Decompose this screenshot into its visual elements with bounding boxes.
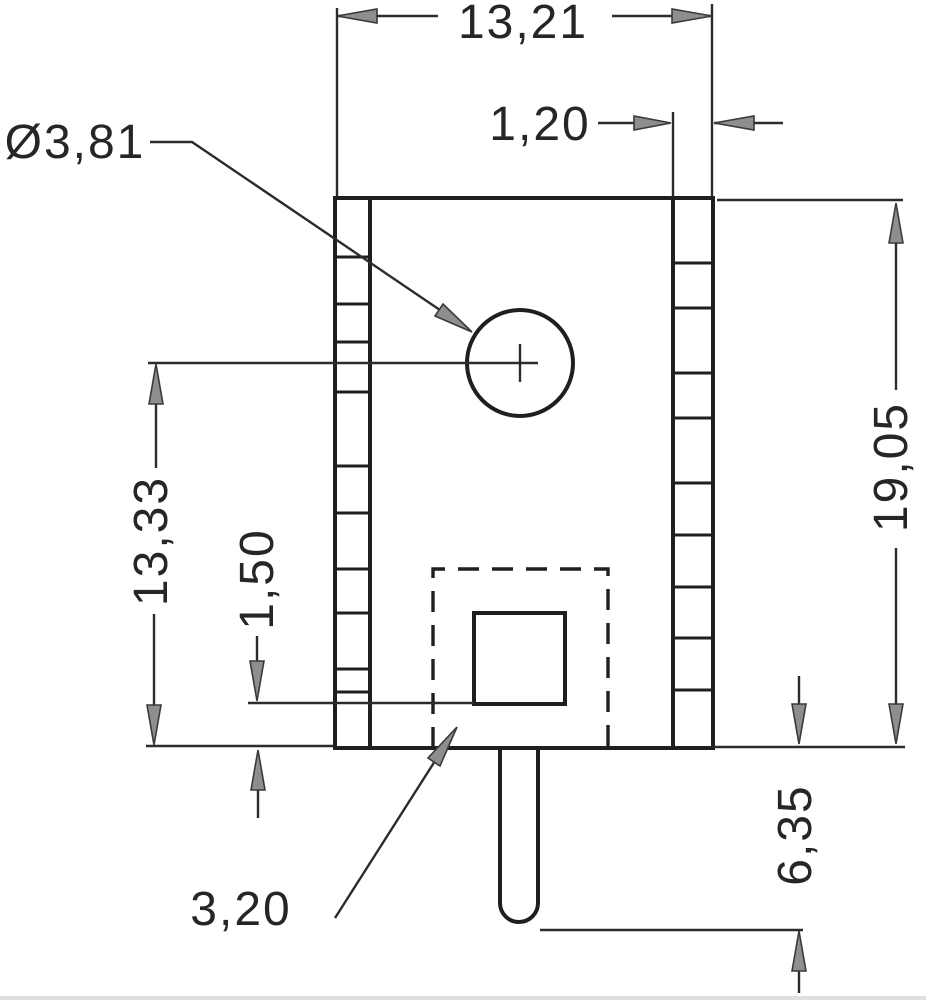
dimension-overall-width: 13,21 xyxy=(335,0,714,196)
arrowhead-down-icon xyxy=(146,704,162,746)
image-bottom-border xyxy=(0,996,926,1000)
arrowhead-up-icon xyxy=(791,930,807,972)
leader-arrowhead-icon xyxy=(426,726,458,768)
arrowhead-right-icon xyxy=(633,115,672,131)
dimension-pad-size: 3,20 xyxy=(190,726,458,936)
dimension-hole-center-from-bottom: 13,33 xyxy=(125,361,538,748)
dimension-overall-height: 19,05 xyxy=(713,198,918,749)
arrowhead-up-icon xyxy=(888,202,904,244)
arrowhead-up-icon xyxy=(250,749,266,791)
solder-pad-dashed xyxy=(431,567,610,748)
dim-label-pad-bottom-offset: 1,50 xyxy=(231,528,284,629)
arrowhead-down-icon xyxy=(791,703,807,745)
dimension-hole-diameter: Ø3,81 xyxy=(5,116,473,333)
dim-label-hole-diameter: Ø3,81 xyxy=(5,116,146,169)
leader-arrowhead-icon xyxy=(433,302,473,333)
arrowhead-right-icon xyxy=(671,8,713,24)
heatsink-body xyxy=(333,196,715,750)
dimension-pad-bottom-offset: 1,50 xyxy=(231,528,474,818)
pin xyxy=(498,746,540,924)
dim-label-pin-length: 6,35 xyxy=(769,784,822,885)
dim-label-pad-size: 3,20 xyxy=(190,883,291,936)
right-fin-hatch xyxy=(671,196,713,750)
dim-label-overall-width: 13,21 xyxy=(458,0,588,49)
dim-label-fin-thickness: 1,20 xyxy=(489,98,590,151)
arrowhead-left-icon xyxy=(336,8,378,24)
arrowhead-left-icon xyxy=(713,115,755,131)
solder-pad-inner xyxy=(472,611,567,706)
arrowhead-up-icon xyxy=(148,363,164,405)
left-fin-hatch xyxy=(335,196,372,750)
arrowhead-down-icon xyxy=(249,660,265,702)
dim-label-overall-height: 19,05 xyxy=(865,402,918,532)
dimension-pin-length: 6,35 xyxy=(540,676,822,993)
dim-label-hole-center-from-bottom: 13,33 xyxy=(125,476,178,606)
dimension-fin-thickness: 1,20 xyxy=(489,98,783,196)
arrowhead-down-icon xyxy=(888,703,904,745)
